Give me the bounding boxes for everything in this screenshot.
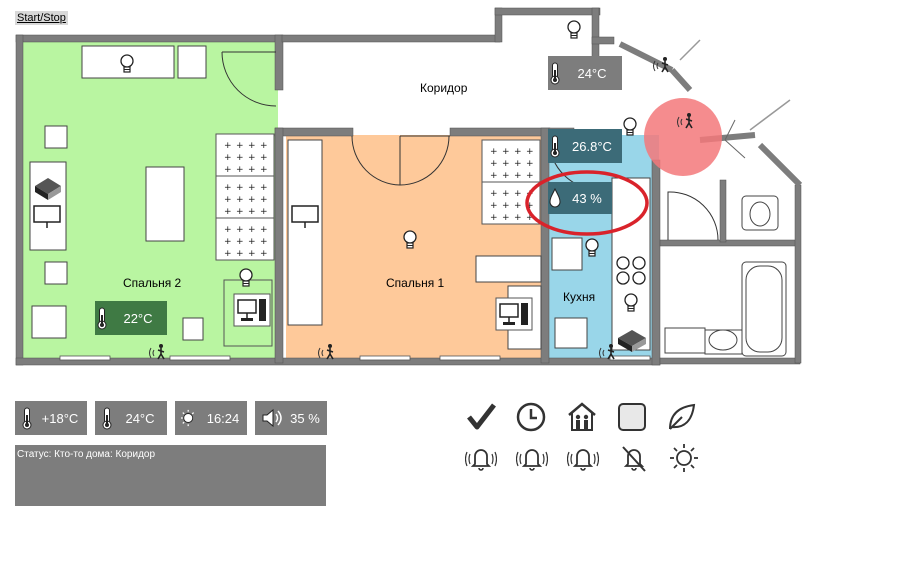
walls — [15, 7, 802, 366]
square-icon[interactable] — [616, 401, 648, 433]
check-icon[interactable] — [465, 401, 497, 433]
motion-alert-circle — [644, 98, 722, 176]
room-label-kitchen: Кухня — [563, 290, 595, 304]
thermometer-icon — [22, 407, 32, 430]
status-panel: Статус: Кто-то дома: Коридор — [15, 445, 326, 506]
room-label-corridor: Коридор — [420, 81, 468, 95]
bell-off-icon[interactable] — [618, 442, 650, 474]
corridor-lamp-icon[interactable] — [623, 117, 637, 136]
hall-lamp-icon[interactable] — [567, 20, 581, 39]
thermometer-icon — [97, 307, 107, 330]
bedroom2-tv — [33, 178, 61, 228]
clock-icon[interactable] — [515, 401, 547, 433]
sun-cloud-icon — [181, 409, 195, 427]
room-label-bedroom1: Спальня 1 — [386, 276, 445, 290]
thermometer-icon — [550, 62, 560, 85]
kitchen-box — [618, 330, 646, 352]
speaker-icon — [262, 408, 282, 428]
bedroom1-monitor — [291, 205, 319, 228]
start-stop-link[interactable]: Start/Stop — [15, 11, 68, 25]
alarm-bell-icon[interactable] — [567, 442, 599, 474]
thermometer-icon — [550, 135, 560, 158]
family-home-icon[interactable] — [566, 401, 598, 433]
kitchen-temp-sensor[interactable]: 26.8°C — [548, 129, 622, 163]
corridor-temp-sensor[interactable]: 24°C — [548, 56, 622, 90]
alarm-bell-icon[interactable] — [516, 442, 548, 474]
indoor-temp-tile[interactable]: 24°C — [95, 401, 167, 435]
outdoor-temp-tile[interactable]: +18°C — [15, 401, 87, 435]
kitchen-humidity-sensor[interactable]: 43 % — [548, 182, 612, 214]
room-label-bedroom2: Спальня 2 — [123, 276, 182, 290]
windows — [59, 355, 651, 361]
sun-icon[interactable] — [668, 442, 700, 474]
alarm-bell-icon[interactable] — [465, 442, 497, 474]
bedroom2-temp-sensor[interactable]: 22°C — [95, 301, 167, 335]
leaf-icon[interactable] — [666, 401, 698, 433]
status-text: Статус: Кто-то дома: Коридор — [17, 449, 156, 460]
thermometer-icon — [102, 407, 112, 430]
highlight-ring — [525, 170, 649, 236]
water-drop-icon — [549, 188, 561, 208]
kitchen-stove — [616, 256, 646, 285]
time-tile[interactable]: 16:24 — [175, 401, 247, 435]
volume-tile[interactable]: 35 % — [255, 401, 327, 435]
